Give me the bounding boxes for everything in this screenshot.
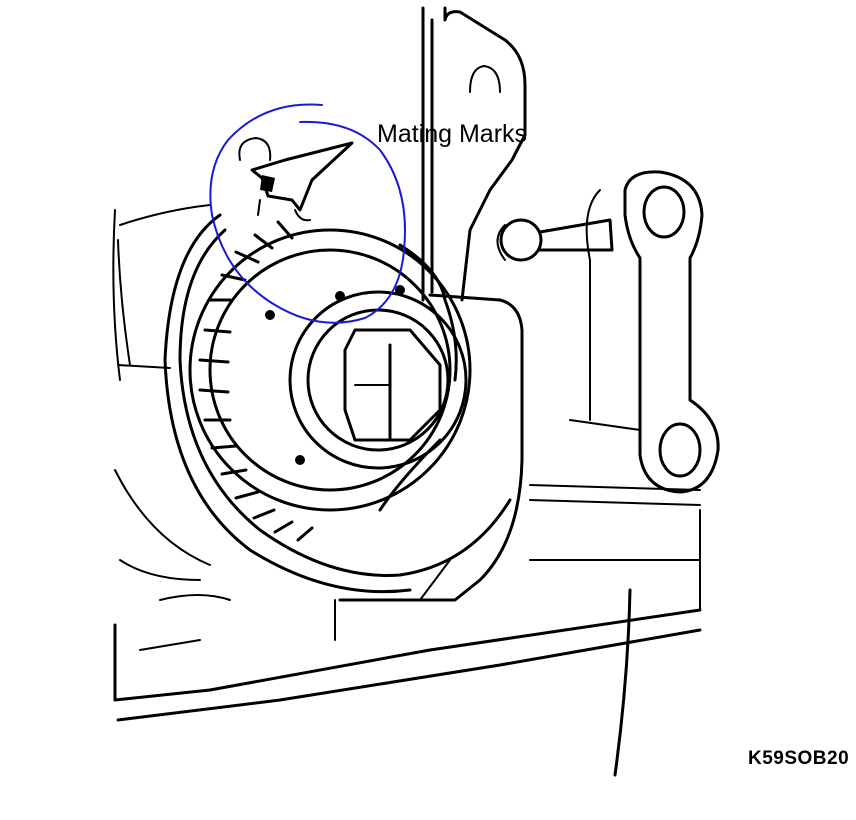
crankshaft-sprocket xyxy=(188,220,472,542)
idler-stud xyxy=(496,218,614,262)
lower-cover xyxy=(113,484,702,777)
crank-bolt xyxy=(288,290,468,470)
figure-reference-code: K59SOB20 xyxy=(748,748,850,769)
right-bracket xyxy=(569,170,720,494)
mating-mark-pointer xyxy=(238,137,354,222)
engine-block-outline xyxy=(114,6,527,602)
pen-highlight-circle xyxy=(209,103,406,324)
mating-marks-label: Mating Marks xyxy=(377,120,528,148)
belt-cover xyxy=(112,209,512,594)
